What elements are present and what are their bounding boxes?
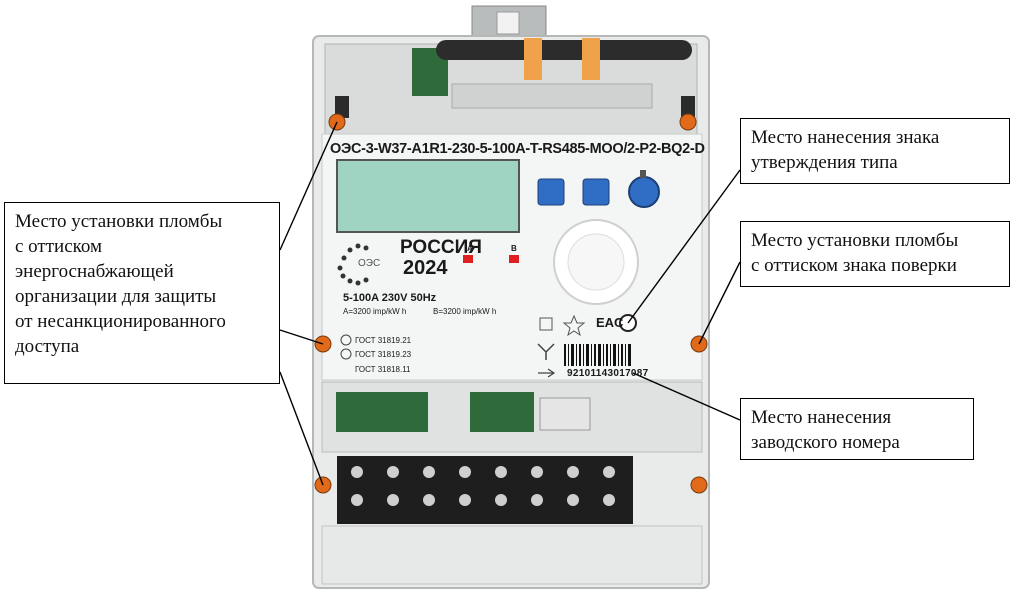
arrow-icon	[538, 368, 556, 378]
country-label: РОССИЯ	[400, 237, 482, 258]
constant-b-label: B=3200 imp/kW h	[433, 307, 497, 316]
button-1	[537, 178, 565, 206]
round-button	[628, 176, 660, 208]
callout-line: заводского номера	[751, 432, 900, 453]
terminal-cover	[321, 525, 703, 585]
ratings-label: 5-100A 230V 50Hz	[343, 292, 437, 304]
button-2	[582, 178, 610, 206]
class-icon-2	[340, 348, 352, 360]
square-mark	[539, 317, 553, 331]
brand-logo	[337, 243, 369, 286]
callout-line: утверждения типа	[751, 152, 898, 173]
gost-1-label: ГОСТ 31819.21	[355, 336, 412, 345]
callout-line: Место установки пломбы	[15, 211, 223, 232]
seal-screw-top-right	[679, 113, 697, 131]
callout-line: энергоснабжающей	[15, 261, 174, 282]
class-icon-1	[340, 334, 352, 346]
led-a	[463, 255, 473, 263]
constant-a-label: A=3200 imp/kW h	[343, 307, 407, 316]
barcode	[564, 344, 631, 366]
model-label: ОЭС-3-W37-A1R1-230-5-100А-T-RS485-MOO/2-…	[330, 141, 705, 157]
brand-label: ОЭС	[358, 258, 381, 269]
callout-line: с оттиском	[15, 236, 103, 257]
callout-line: доступа	[15, 336, 80, 357]
antenna-icon	[537, 343, 555, 360]
callout-line: организации для защиты	[15, 286, 217, 307]
gost-3-label: ГОСТ 31818.11	[355, 365, 411, 374]
callout-line: Место нанесения знака	[751, 127, 940, 148]
callout-line: с оттиском знака поверки	[751, 255, 957, 276]
gost-2-label: ГОСТ 31819.23	[355, 350, 412, 359]
channel-a-label: A	[467, 244, 473, 253]
clip-right	[582, 38, 600, 80]
eac-mark: EAC	[596, 315, 624, 330]
led-b	[509, 255, 519, 263]
callout-verification-seal: Место установки пломбы с оттиском знака …	[740, 221, 1010, 287]
star-mark	[562, 314, 586, 337]
callout-type-approval: Место нанесения знака утверждения типа	[740, 118, 1010, 184]
channel-b-label: B	[511, 244, 517, 253]
callout-supplier-seal: Место установки пломбы с оттиском энерго…	[4, 202, 280, 384]
callout-line: Место установки пломбы	[751, 230, 959, 251]
clip-left	[524, 38, 542, 80]
seal-screw-bottom-right	[690, 476, 708, 494]
callout-line: от несанкционированного	[15, 311, 226, 332]
pcb-lower-left	[336, 392, 428, 432]
leader-lines	[279, 121, 741, 486]
callout-line: Место нанесения	[751, 407, 892, 428]
serial-number: 92101143017087	[567, 368, 649, 379]
callout-serial-number: Место нанесения заводского номера	[740, 398, 974, 460]
terminal-block	[337, 456, 633, 524]
year-label: 2024	[403, 257, 448, 279]
lcd-display	[336, 159, 520, 233]
pcb-lower-right	[470, 392, 534, 432]
